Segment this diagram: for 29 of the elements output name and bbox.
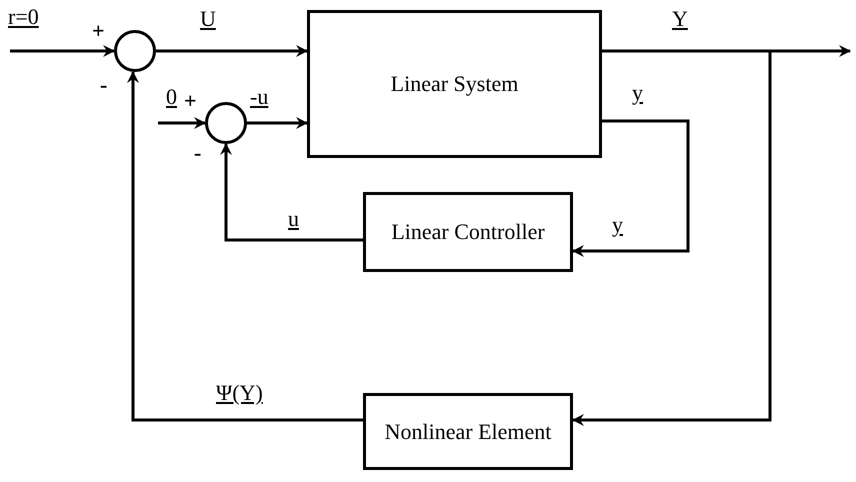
arrow <box>572 120 690 257</box>
signal-label: -u <box>250 86 268 108</box>
arrow <box>572 50 772 426</box>
sign-label: + <box>184 90 197 112</box>
arrow <box>156 45 308 57</box>
sign-label: - <box>194 142 202 164</box>
arrow <box>10 45 115 57</box>
signal-label: Y <box>672 8 688 30</box>
signal-label: r=0 <box>8 6 39 28</box>
block-label: Nonlinear Element <box>384 418 552 446</box>
block-label: Linear System <box>390 70 518 98</box>
sign-label: - <box>100 74 108 96</box>
block-label: Linear Controller <box>391 218 545 246</box>
signal-label: U <box>200 8 216 30</box>
block <box>363 393 573 470</box>
block <box>363 192 573 272</box>
block <box>307 10 602 158</box>
arrow <box>158 117 206 129</box>
signal-label: y <box>632 82 643 104</box>
signal-label: 0 <box>166 86 177 108</box>
signal-label: Ψ(Y) <box>216 382 263 404</box>
arrow <box>220 143 363 242</box>
summing-junction <box>114 30 156 72</box>
sign-label: + <box>92 20 105 42</box>
signal-label: u <box>288 208 299 230</box>
arrow <box>247 117 308 129</box>
arrow <box>127 71 363 422</box>
summing-junction <box>205 102 247 144</box>
signal-label: y <box>612 214 623 236</box>
